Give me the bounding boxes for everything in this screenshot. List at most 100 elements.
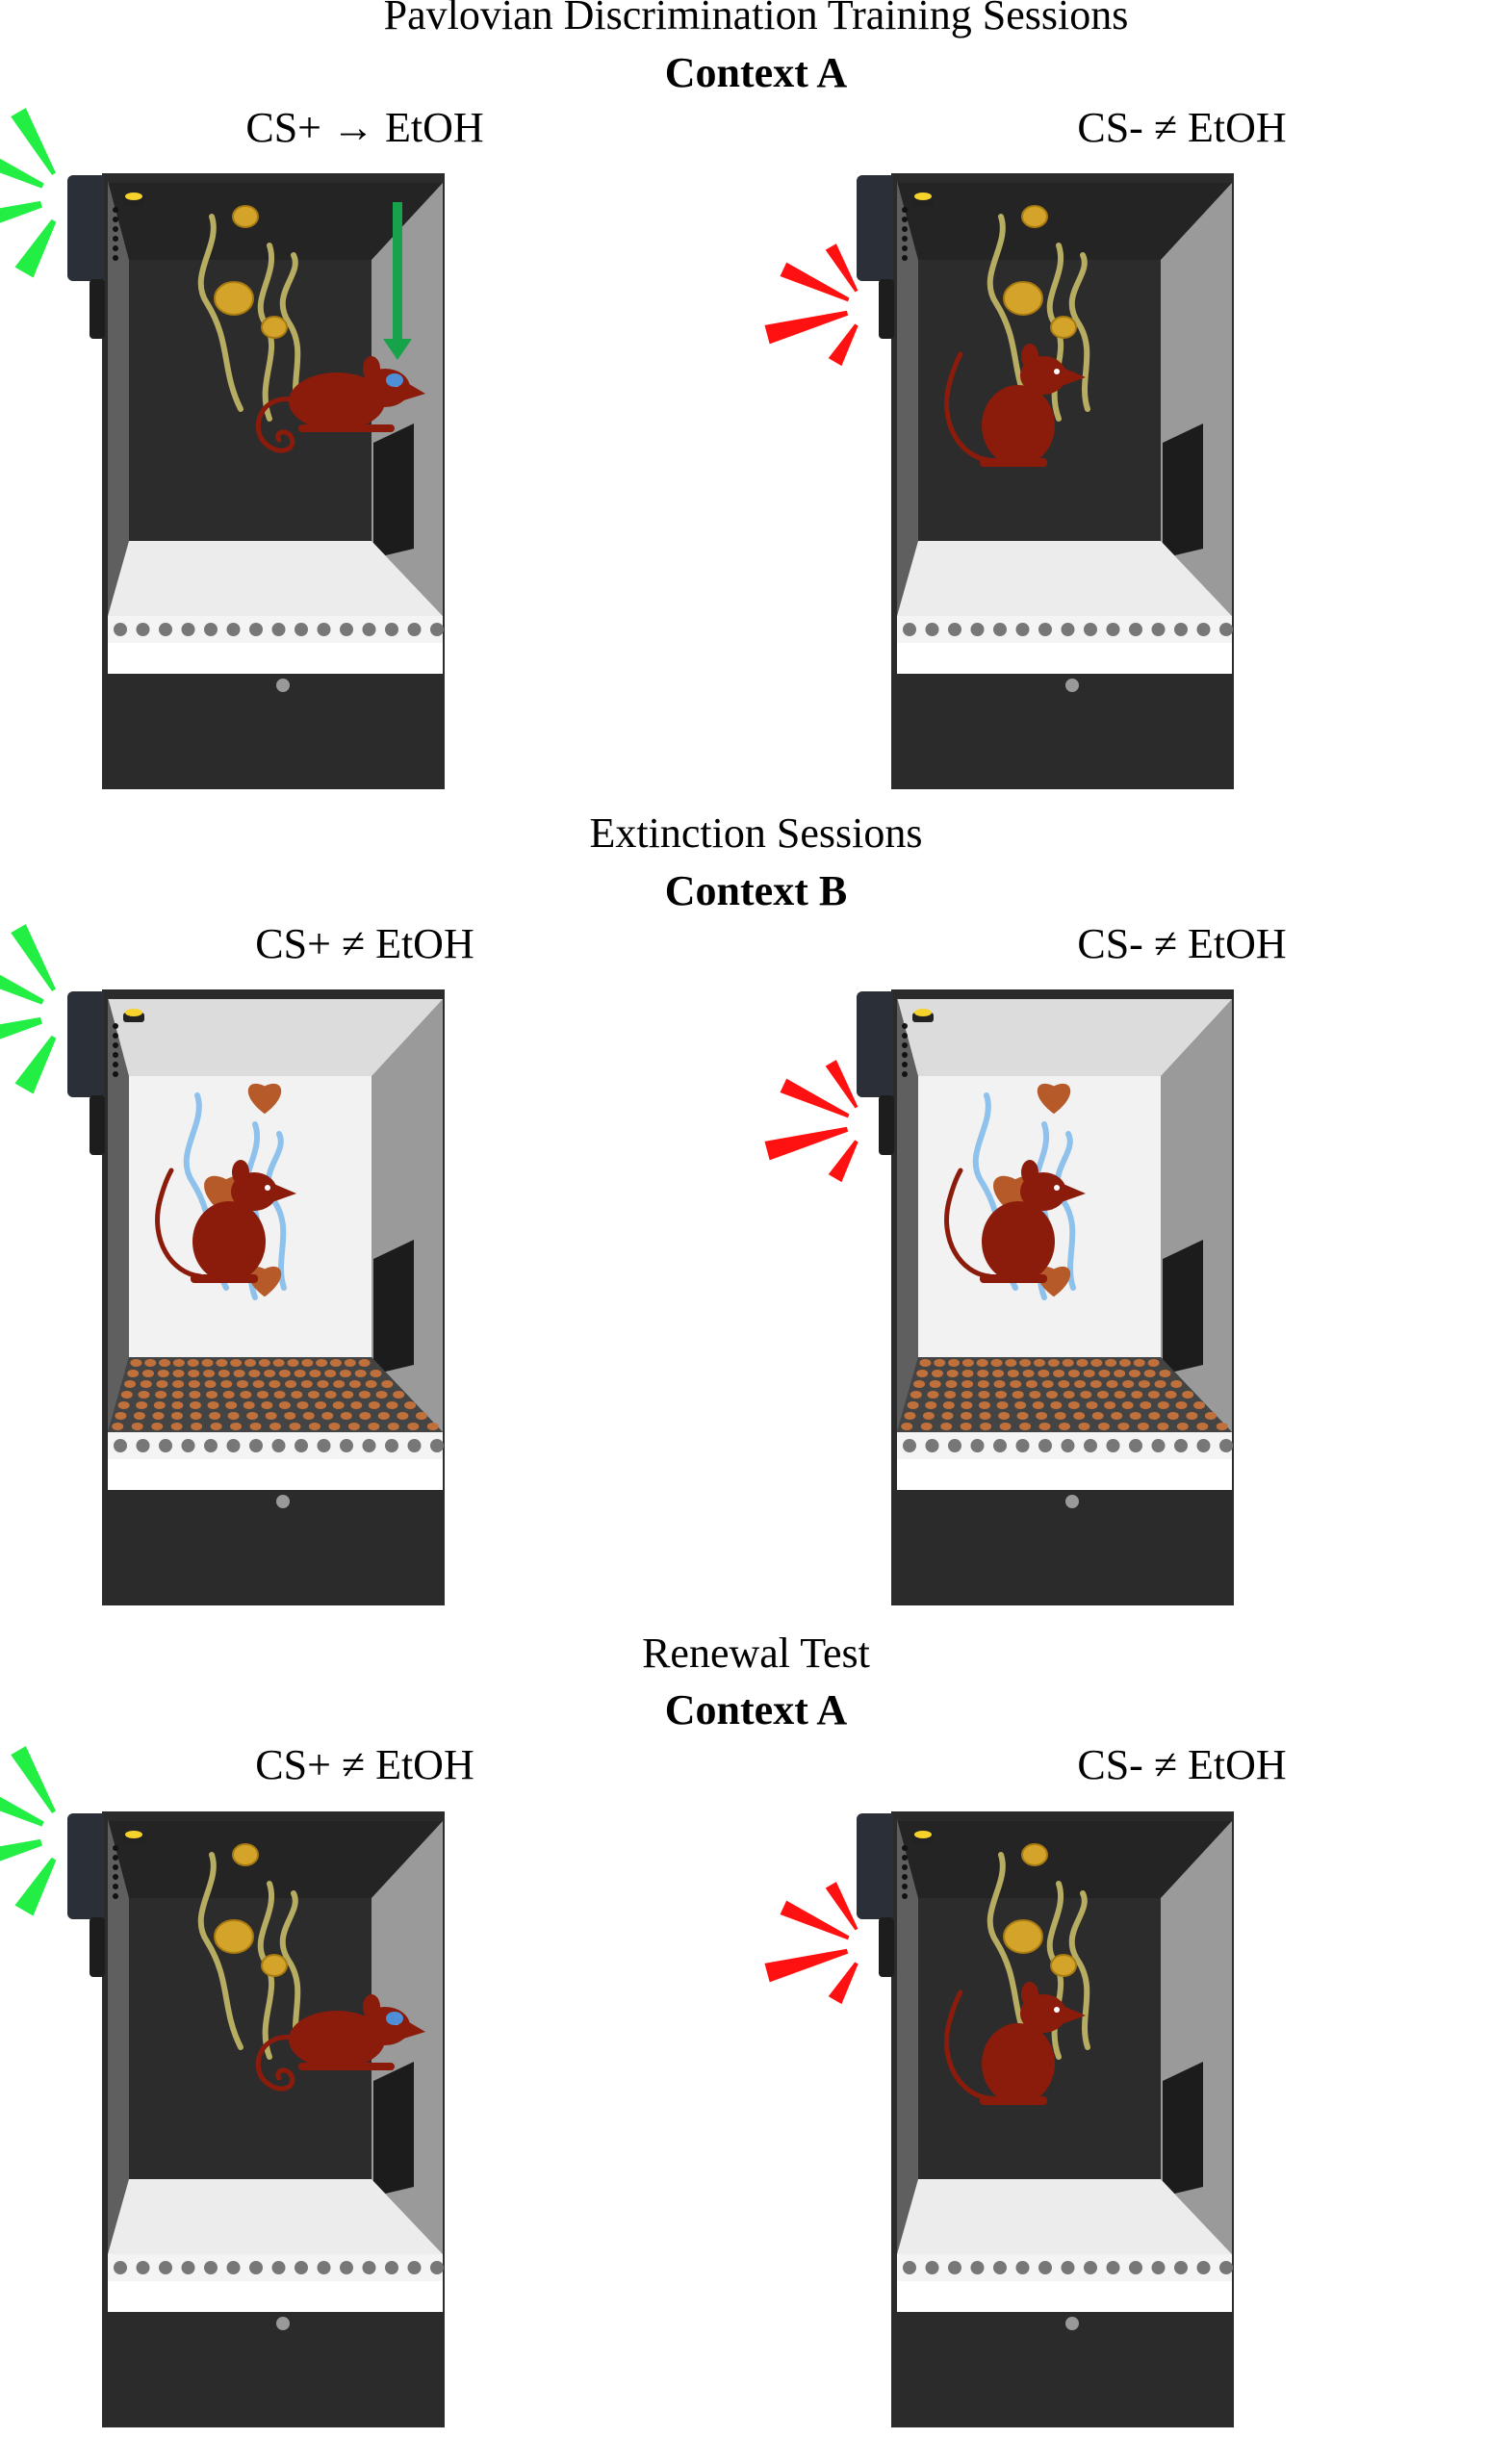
chamber-3-left (0, 1802, 731, 2437)
liquid-port (373, 1240, 414, 1374)
speaker-icon (67, 991, 104, 1097)
tray-hole (1174, 2261, 1188, 2274)
tray-hole (114, 1439, 127, 1452)
chamber-1-right (789, 164, 1512, 799)
tray-hole (1129, 1439, 1142, 1452)
tray-hole (993, 1439, 1007, 1452)
speaker-hole (902, 1023, 908, 1029)
tray-hole (159, 1439, 172, 1452)
tray-hole (1107, 2261, 1120, 2274)
tray-hole (1038, 623, 1052, 636)
tray-hole (903, 1439, 916, 1452)
tray-hole (137, 1439, 150, 1452)
speaker-hole (113, 207, 118, 213)
tray-hole (430, 2261, 444, 2274)
speaker-hole (902, 1893, 908, 1899)
lever (879, 1917, 894, 1977)
tray-hole (948, 623, 961, 636)
cue-light-icon (125, 1009, 142, 1016)
tray-hole (993, 623, 1007, 636)
speaker-hole (902, 207, 908, 213)
speaker-hole (902, 1855, 908, 1861)
speaker-hole (113, 1071, 118, 1077)
tray-hole (1084, 1439, 1097, 1452)
tray-hole (385, 1439, 398, 1452)
tray-hole (1129, 623, 1142, 636)
tray-hole (1197, 1439, 1211, 1452)
cs-minus-tone-icon (764, 1060, 858, 1182)
tray-hole (1174, 623, 1188, 636)
speaker-hole (902, 1884, 908, 1889)
speaker-hole (113, 1042, 118, 1048)
tray-hole (408, 2261, 422, 2274)
tray-hole (926, 623, 939, 636)
tray-hole (159, 623, 172, 636)
lever (90, 1917, 105, 1977)
speaker-icon (857, 175, 893, 281)
tray-hole (1084, 623, 1097, 636)
tray-hole (903, 623, 916, 636)
tray-hole (227, 1439, 241, 1452)
chamber-2-right (789, 980, 1512, 1615)
tray-hole (272, 1439, 286, 1452)
tray-hole (971, 2261, 985, 2274)
tray-hole (1219, 2261, 1233, 2274)
lever (90, 279, 105, 339)
tray-hole (182, 623, 195, 636)
speaker-hole (113, 1033, 118, 1039)
speaker-hole (113, 1023, 118, 1029)
base-rail (891, 674, 1234, 695)
speaker-hole (113, 255, 118, 261)
tray-hole (971, 1439, 985, 1452)
speaker-hole (113, 245, 118, 251)
tray-hole (340, 623, 353, 636)
tray-hole (295, 2261, 308, 2274)
tray-base (897, 2281, 1232, 2312)
tray-hole (272, 2261, 286, 2274)
speaker-hole (902, 1052, 908, 1058)
base-knob (1065, 2317, 1079, 2330)
tray-hole (1016, 2261, 1030, 2274)
tray-hole (363, 2261, 376, 2274)
tray-hole (1152, 1439, 1166, 1452)
tray-hole (1129, 2261, 1142, 2274)
tray-hole (926, 2261, 939, 2274)
section-2-context: Context B (0, 866, 1512, 916)
speaker-hole (902, 1042, 908, 1048)
speaker-hole (902, 1071, 908, 1077)
tray-hole (182, 2261, 195, 2274)
base-rail (102, 2312, 445, 2333)
speaker-icon (857, 991, 893, 1097)
tray-hole (948, 1439, 961, 1452)
cue-light-icon (125, 193, 142, 200)
tray-hole (114, 2261, 127, 2274)
tray-base (897, 1459, 1232, 1490)
speaker-hole (902, 1062, 908, 1067)
speaker-hole (902, 255, 908, 261)
tray-hole (1107, 1439, 1120, 1452)
chamber-3-right (789, 1802, 1512, 2437)
tray-hole (114, 623, 127, 636)
tray-hole (249, 2261, 263, 2274)
tray-hole (227, 2261, 241, 2274)
tray-hole (159, 2261, 172, 2274)
speaker-hole (113, 236, 118, 242)
tray-hole (993, 2261, 1007, 2274)
tray-hole (363, 623, 376, 636)
speaker-hole (902, 236, 908, 242)
lever (90, 1095, 105, 1155)
speaker-hole (113, 1864, 118, 1870)
tray-hole (1152, 623, 1166, 636)
tray-hole (408, 1439, 422, 1452)
speaker-hole (113, 1855, 118, 1861)
speaker-hole (113, 1062, 118, 1067)
section-3-title: Renewal Test (0, 1629, 1512, 1679)
cue-light-icon (914, 193, 932, 200)
section-1-context: Context A (0, 48, 1512, 98)
tray-hole (204, 1439, 218, 1452)
section-1-left-label: CS+ → EtOH (0, 103, 730, 153)
speaker-icon (857, 1813, 893, 1919)
tray-hole (1174, 1439, 1188, 1452)
tray-hole (1016, 623, 1030, 636)
liquid-drop-icon (386, 373, 403, 387)
